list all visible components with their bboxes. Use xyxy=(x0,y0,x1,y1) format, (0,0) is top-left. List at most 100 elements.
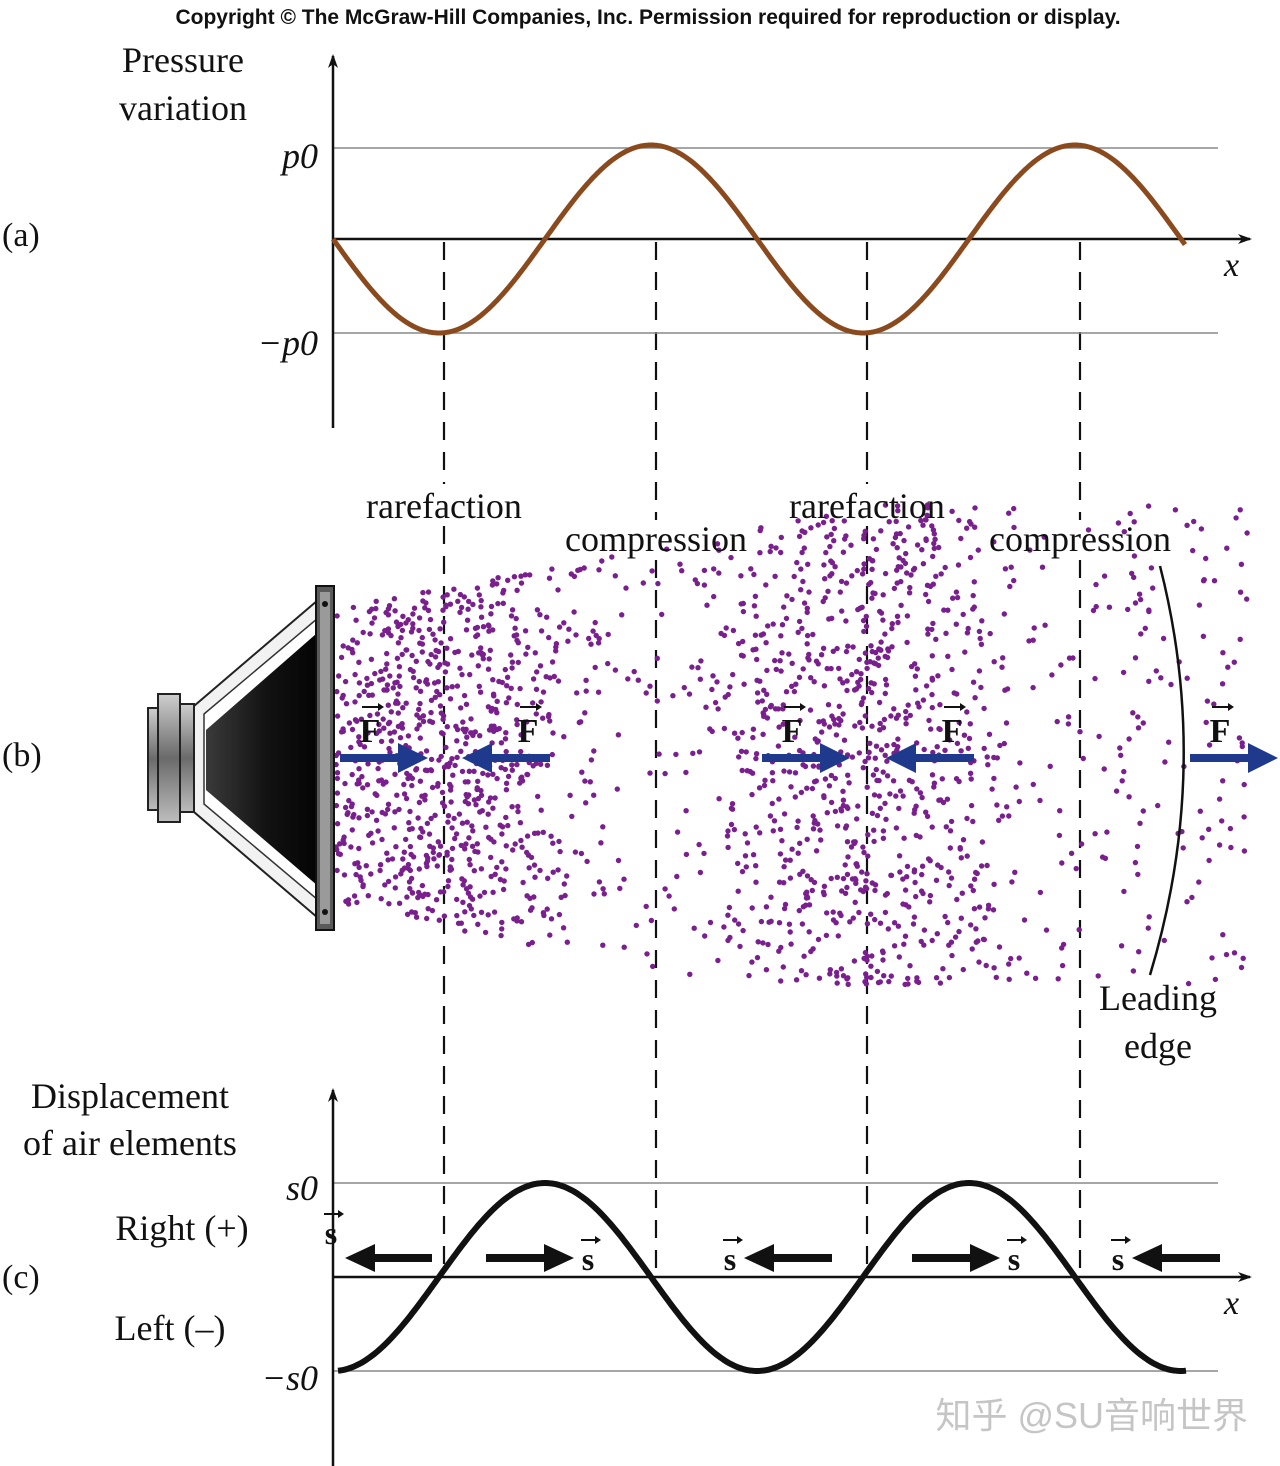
air-molecule xyxy=(781,880,787,886)
air-molecule xyxy=(440,731,446,737)
air-molecule xyxy=(410,625,416,631)
air-molecule xyxy=(477,893,483,899)
air-molecule xyxy=(903,721,909,727)
air-molecule xyxy=(373,598,379,604)
air-molecule xyxy=(753,863,759,869)
air-molecule xyxy=(794,559,800,566)
air-molecule xyxy=(787,857,793,863)
air-molecule xyxy=(439,789,446,796)
air-molecule xyxy=(896,954,902,960)
air-molecule xyxy=(834,980,840,986)
air-molecule xyxy=(447,636,454,642)
air-molecule xyxy=(512,625,518,631)
air-molecule xyxy=(434,783,441,789)
air-molecule xyxy=(428,709,434,716)
air-molecule xyxy=(810,946,816,952)
air-molecule xyxy=(1136,949,1142,955)
air-molecule xyxy=(866,749,872,755)
air-molecule xyxy=(940,966,946,972)
air-molecule xyxy=(1148,565,1155,571)
air-molecule xyxy=(870,536,877,542)
air-molecule xyxy=(416,799,423,806)
air-molecule xyxy=(757,550,763,556)
air-molecule xyxy=(913,893,919,900)
air-molecule xyxy=(876,793,882,799)
compression-label-2: compression xyxy=(989,519,1171,559)
air-molecule xyxy=(920,522,926,528)
air-molecule xyxy=(893,793,899,799)
air-molecule xyxy=(881,973,887,979)
air-molecule xyxy=(356,734,362,740)
air-molecule xyxy=(753,646,759,652)
air-molecule xyxy=(740,638,746,645)
air-molecule xyxy=(789,683,795,689)
air-molecule xyxy=(921,927,928,933)
air-molecule xyxy=(926,717,932,724)
air-molecule xyxy=(754,656,760,663)
air-molecule xyxy=(1006,813,1012,819)
air-molecule xyxy=(848,844,855,850)
air-molecule xyxy=(873,546,880,553)
air-molecule xyxy=(770,621,776,627)
air-molecule xyxy=(514,761,520,768)
air-molecule xyxy=(498,932,504,939)
air-molecule xyxy=(923,536,929,542)
air-molecule xyxy=(746,972,752,979)
air-molecule xyxy=(831,538,837,544)
air-molecule xyxy=(973,926,979,932)
air-molecule xyxy=(840,875,847,882)
air-molecule xyxy=(561,881,567,887)
air-molecule xyxy=(697,676,703,682)
air-molecule xyxy=(404,647,410,653)
air-molecule xyxy=(854,816,860,822)
air-molecule xyxy=(401,865,408,871)
air-molecule xyxy=(996,817,1002,823)
air-molecule xyxy=(927,858,933,864)
air-molecule xyxy=(1135,714,1141,720)
air-molecule xyxy=(412,910,418,916)
air-molecule xyxy=(591,792,597,798)
air-molecule xyxy=(582,710,588,716)
air-molecule xyxy=(908,663,915,670)
air-molecule xyxy=(354,640,360,646)
air-molecule xyxy=(694,580,701,587)
air-molecule xyxy=(1008,564,1014,570)
air-molecule xyxy=(796,907,802,914)
air-molecule xyxy=(868,963,874,969)
air-molecule xyxy=(798,789,805,796)
air-molecule xyxy=(891,585,898,592)
air-molecule xyxy=(334,867,340,874)
air-molecule xyxy=(738,573,744,579)
air-molecule xyxy=(845,643,851,649)
air-molecule xyxy=(1216,842,1223,848)
air-molecule xyxy=(1101,766,1107,772)
air-molecule xyxy=(861,628,867,635)
air-molecule xyxy=(505,773,512,780)
air-molecule xyxy=(578,850,585,857)
air-molecule xyxy=(843,823,850,829)
air-molecule xyxy=(386,901,392,907)
air-molecule xyxy=(849,754,856,760)
air-molecule xyxy=(859,571,866,577)
air-molecule xyxy=(378,896,384,902)
air-molecule xyxy=(374,711,381,717)
air-molecule xyxy=(413,685,419,691)
air-molecule xyxy=(445,819,451,825)
air-molecule xyxy=(350,637,356,643)
panel-a-label: (a) xyxy=(2,217,40,254)
air-molecule xyxy=(1006,510,1012,516)
air-molecule xyxy=(725,828,731,834)
air-molecule xyxy=(1021,917,1028,923)
air-molecule xyxy=(384,661,390,667)
air-molecule xyxy=(454,726,461,733)
air-molecule xyxy=(392,885,398,891)
air-molecule xyxy=(868,911,874,917)
air-molecule xyxy=(1039,564,1046,570)
air-molecule xyxy=(970,887,976,894)
air-molecule xyxy=(530,676,537,682)
air-molecule xyxy=(715,957,721,964)
air-molecule xyxy=(768,543,774,549)
air-molecule xyxy=(345,810,351,816)
air-molecule xyxy=(880,957,886,963)
air-molecule xyxy=(1027,547,1033,553)
